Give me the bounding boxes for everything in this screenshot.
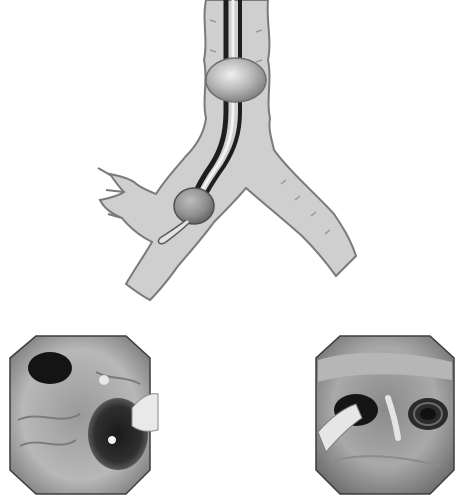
tracheal-cuff-balloon: [206, 58, 266, 102]
left-view-dark-lumen: [28, 352, 72, 384]
airway-diagram: [98, 0, 356, 300]
endoscopic-view-left: [10, 336, 158, 494]
right-view-distal-lumen: [420, 408, 436, 420]
endoscopic-view-right: [316, 336, 454, 494]
left-view-reflection: [99, 375, 109, 385]
bronchial-blocker-balloon: [174, 188, 214, 224]
left-view-specular-highlight: [108, 436, 116, 444]
